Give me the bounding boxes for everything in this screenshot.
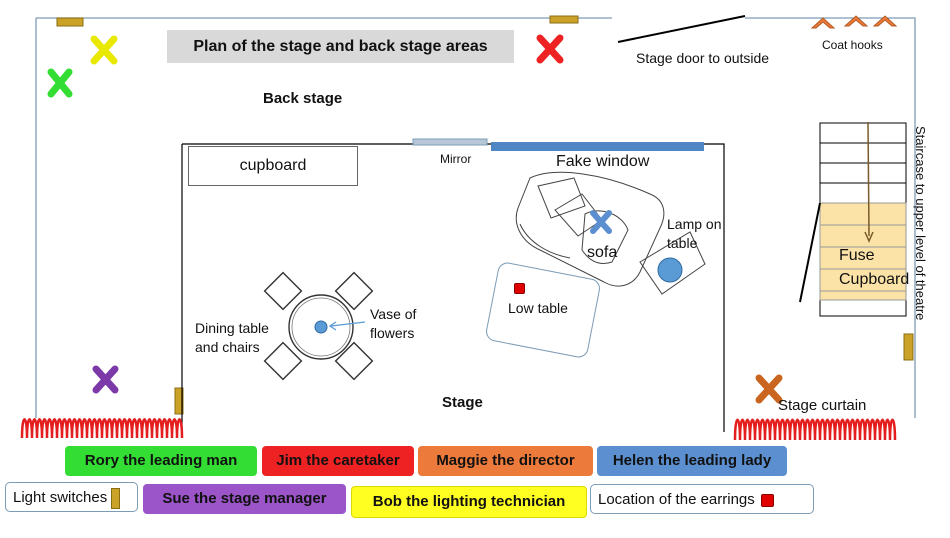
- maggie-marker-icon: [755, 374, 783, 404]
- coat-hooks-icon: [810, 15, 898, 29]
- legend-earrings: Location of the earrings: [590, 484, 814, 514]
- sofa-icon: [515, 171, 706, 295]
- light-switch-stage-left: [174, 387, 184, 415]
- outer-wall: [35, 17, 916, 418]
- dining-label-line2: and chairs: [195, 339, 260, 355]
- stage-curtain-label: Stage curtain: [778, 397, 867, 414]
- staircase-arrow-icon: [867, 121, 870, 237]
- fake-window-label: Fake window: [556, 153, 650, 170]
- stage-curtain-right: [733, 418, 897, 441]
- lamp-label-line1: Lamp on: [667, 216, 722, 232]
- cupboard-label: cupboard: [188, 146, 358, 186]
- sofa-label: sofa: [587, 244, 618, 261]
- dining-label-line1: Dining table: [195, 320, 269, 336]
- page-title: Plan of the stage and back stage areas: [167, 30, 514, 63]
- coat-hooks-label: Coat hooks: [822, 38, 883, 52]
- light-switch-top-middle: [549, 15, 579, 24]
- fuse-label-line2: Cupboard: [839, 271, 910, 288]
- earrings-marker-icon: [514, 283, 525, 294]
- legend-light-switches: Light switches: [5, 482, 138, 512]
- vase-pointer-line: [330, 321, 366, 327]
- bob-marker-icon: [90, 35, 118, 65]
- vase-label-line1: Vase of: [370, 306, 417, 322]
- legend-maggie: Maggie the director: [418, 446, 593, 476]
- fuse-label-line1: Fuse: [839, 247, 875, 264]
- sue-marker-icon: [92, 365, 119, 394]
- fuse-cupboard-shape: [819, 202, 907, 301]
- back-stage-label: Back stage: [263, 90, 343, 107]
- lamp-label-line2: table: [667, 235, 698, 251]
- stage-door-line: [617, 15, 746, 43]
- dining-table-icon: [263, 271, 374, 381]
- light-switch-top-left: [56, 17, 84, 27]
- helen-marker-icon: [590, 210, 612, 234]
- mirror-label: Mirror: [440, 152, 472, 166]
- legend-jim: Jim the caretaker: [262, 446, 414, 476]
- vase-label-line2: flowers: [370, 325, 415, 341]
- earrings-key-icon: [760, 493, 774, 507]
- fuse-cupboard-door-line: [799, 202, 821, 303]
- mirror-shape: [412, 138, 488, 146]
- stage-curtain-left: [20, 418, 184, 439]
- legend-bob: Bob the lighting technician: [351, 486, 587, 518]
- staircase-icon: [819, 122, 907, 317]
- staircase-label: Staircase to upper level of theatre: [913, 126, 928, 321]
- stage-outline: [181, 143, 725, 432]
- legend-rory: Rory the leading man: [65, 446, 257, 476]
- stage-door-label: Stage door to outside: [636, 50, 770, 66]
- lamp-icon: [657, 257, 683, 283]
- vase-icon: [314, 320, 328, 334]
- jim-marker-icon: [536, 34, 564, 64]
- legend-sue: Sue the stage manager: [143, 484, 346, 514]
- low-table-label: Low table: [508, 300, 568, 316]
- legend-helen: Helen the leading lady: [597, 446, 787, 476]
- rory-marker-icon: [47, 68, 73, 98]
- legend-earrings-label: Location of the earrings: [598, 491, 755, 508]
- legend-light-switches-label: Light switches: [13, 489, 108, 506]
- light-switch-right: [903, 333, 914, 361]
- stage-label: Stage: [442, 394, 483, 411]
- light-switch-key-icon: [111, 487, 121, 509]
- fake-window-shape: [491, 142, 704, 151]
